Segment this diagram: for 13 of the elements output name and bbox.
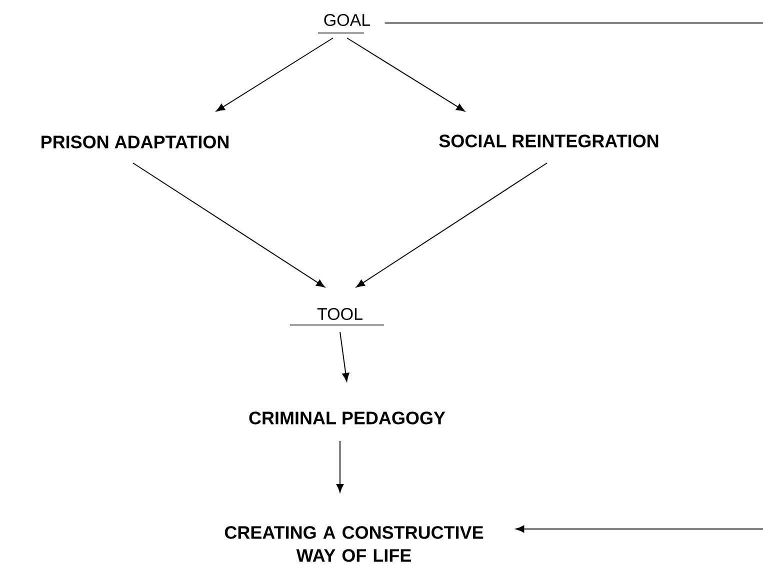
concept-label: CREATING A CONSTRUCTIVE WAY OF LIFE [224,526,484,562]
heading-label: GOAL [318,14,370,34]
arrow [132,162,325,288]
arrow [340,332,350,382]
concept-label: PRISON ADAPTATION [42,136,228,148]
arrow [516,525,763,533]
concept-label: SOCIAL REINTEGRATION [439,134,658,148]
arrow [336,440,344,493]
arrow [216,38,334,112]
concept-label: CRIMINAL PEDAGOGY [249,412,446,424]
arrow [356,162,548,288]
arrow [346,38,465,112]
heading-label: TOOL [290,308,384,326]
